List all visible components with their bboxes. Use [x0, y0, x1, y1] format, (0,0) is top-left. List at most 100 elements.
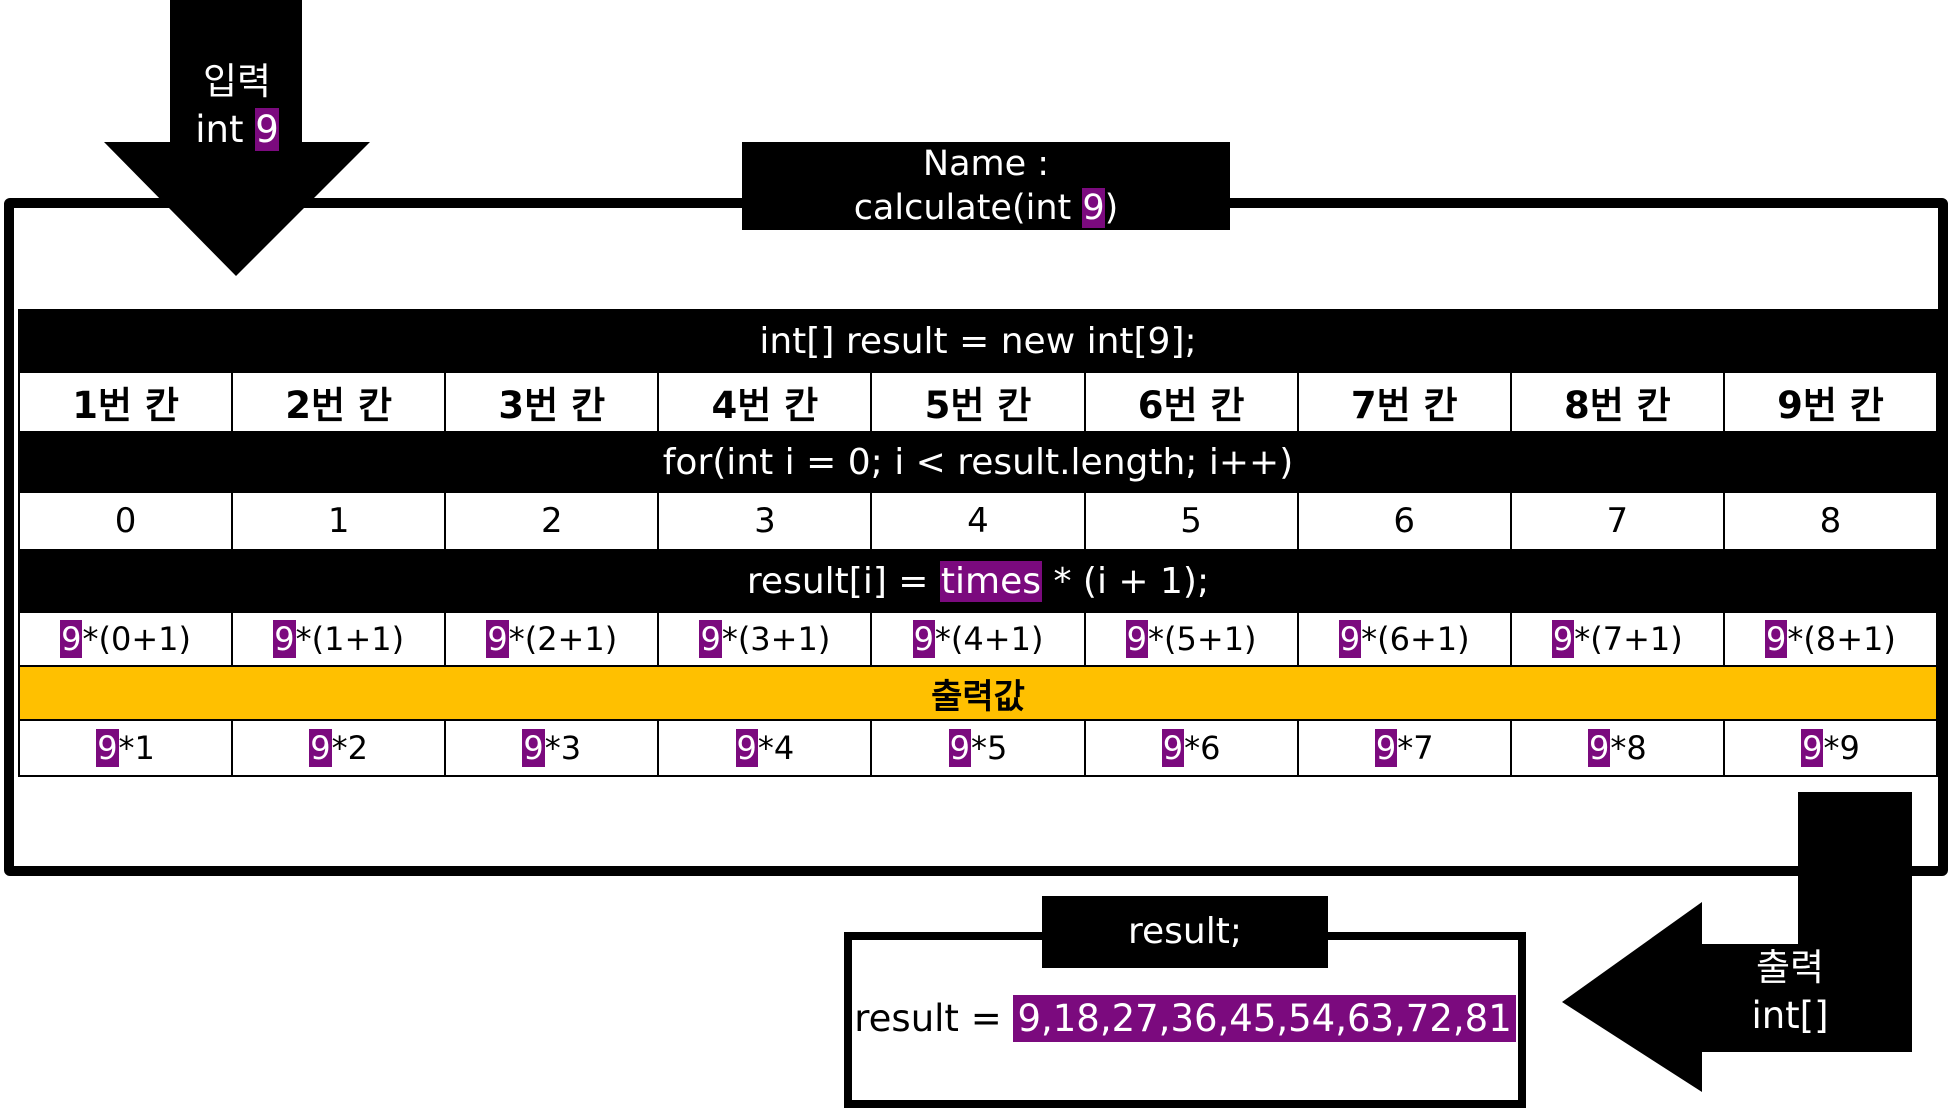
result-line: result = 9,18,27,36,45,54,63,72,81 [844, 992, 1526, 1046]
result-cell: 9*5 [870, 719, 1086, 777]
cell-name: 3번 칸 [444, 371, 660, 433]
expression-var: times [939, 560, 1043, 602]
calc-times-value: 9 [1125, 620, 1149, 658]
cell-name-label: 3번 칸 [498, 384, 606, 427]
method-call-suffix: ) [1104, 188, 1119, 228]
result-term: *1 [118, 729, 155, 767]
result-times-value: 9 [96, 729, 119, 767]
index-value: 5 [1180, 501, 1202, 541]
result-times-value: 9 [1587, 729, 1611, 767]
calc-term: *(7+1) [1574, 620, 1683, 658]
calc-term: *(2+1) [508, 620, 618, 658]
output-type: int[] [1751, 994, 1829, 1037]
index-value: 4 [967, 501, 989, 541]
calc-cell: 9*(1+1) [231, 611, 447, 667]
cell-name-label: 8번 칸 [1563, 384, 1671, 427]
array-table: int[] result = new int[9]; 1번 칸 2번 칸 3번 칸 4… [17, 309, 1939, 777]
calc-cell: 9*(7+1) [1509, 611, 1725, 667]
index-cell: 1 [231, 491, 447, 551]
result-times-value: 9 [948, 729, 971, 767]
expression-suffix: * (i + 1); [1042, 560, 1210, 602]
result-cell: 9*8 [1509, 719, 1725, 777]
output-arrow-icon [1562, 792, 1912, 1092]
cell-name-label: 4번 칸 [711, 384, 819, 427]
calculation-row: 9*(0+1)9*(1+1)9*(2+1)9*(3+1)9*(4+1)9*(5+… [17, 611, 1939, 667]
calc-cell: 9*(6+1) [1296, 611, 1512, 667]
output-title: 출력 [1755, 946, 1825, 989]
index-cell: 3 [657, 491, 873, 551]
calc-times-value: 9 [273, 620, 296, 658]
index-cell: 5 [1083, 491, 1299, 551]
cell-name: 7번 칸 [1296, 371, 1512, 433]
result-cell: 9*2 [231, 719, 447, 777]
calc-cell: 9*(0+1) [17, 611, 234, 667]
calc-times-value: 9 [912, 620, 935, 658]
result-cell: 9*1 [17, 719, 234, 777]
cell-name-label: 2번 칸 [285, 384, 393, 427]
calc-cell: 9*(5+1) [1083, 611, 1299, 667]
result-times-value: 9 [522, 729, 545, 767]
result-cell: 9*7 [1296, 719, 1512, 777]
calc-cell: 9*(4+1) [870, 611, 1086, 667]
cell-name: 8번 칸 [1509, 371, 1725, 433]
declaration-text: int[] result = new int[9]; [18, 309, 1938, 373]
cell-name-label: 5번 칸 [924, 384, 1032, 427]
index-value: 6 [1393, 501, 1416, 541]
result-times-value: 9 [1801, 729, 1824, 767]
method-call-prefix: calculate(int [853, 188, 1083, 228]
input-type: int [195, 108, 244, 151]
cell-name-label: 6번 칸 [1137, 384, 1245, 427]
cell-name-label: 7번 칸 [1350, 384, 1458, 427]
calc-term: *(1+1) [295, 620, 405, 658]
calc-times-value: 9 [1551, 620, 1575, 658]
index-cell: 0 [17, 491, 234, 551]
loop-text: for(int i = 0; i < result.length; i++) [18, 431, 1938, 493]
cell-name-label: 1번 칸 [72, 384, 179, 427]
result-cell: 9*3 [444, 719, 660, 777]
result-tab: result; [1042, 896, 1328, 968]
method-arg: 9 [1082, 188, 1105, 228]
output-band-row: 출력값 [18, 665, 1938, 721]
calc-term: *(0+1) [82, 620, 191, 658]
result-term: *8 [1610, 729, 1647, 767]
result-value: 9,18,27,36,45,54,63,72,81 [1013, 995, 1516, 1042]
output-band-label: 출력값 [18, 665, 1938, 721]
method-name-label: Name : [922, 144, 1050, 184]
result-times-value: 9 [1374, 729, 1398, 767]
index-value: 8 [1819, 501, 1842, 541]
index-cell: 7 [1509, 491, 1725, 551]
cell-name: 9번 칸 [1722, 371, 1939, 433]
declaration-row: int[] result = new int[9]; [18, 309, 1938, 373]
cell-name: 4번 칸 [657, 371, 873, 433]
expression-prefix: result[i] = [746, 560, 940, 602]
expression-text: result[i] = times * (i + 1); [18, 549, 1938, 613]
result-times-value: 9 [309, 729, 332, 767]
expression-row: result[i] = times * (i + 1); [18, 549, 1938, 613]
result-cell: 9*6 [1083, 719, 1299, 777]
result-term: *6 [1184, 729, 1221, 767]
method-name-box: Name : calculate(int 9) [742, 142, 1230, 230]
index-cell: 2 [444, 491, 660, 551]
calc-times-value: 9 [1765, 620, 1788, 658]
result-times-value: 9 [735, 729, 758, 767]
result-cell: 9*9 [1722, 719, 1939, 777]
result-cell: 9*4 [657, 719, 873, 777]
result-label: result = [854, 997, 1014, 1040]
calc-times-value: 9 [1338, 620, 1362, 658]
result-term: *4 [757, 729, 795, 767]
result-term: *5 [970, 729, 1008, 767]
index-value: 3 [754, 501, 776, 541]
calc-cell: 9*(3+1) [657, 611, 873, 667]
result-term: *3 [544, 729, 582, 767]
index-cell: 4 [870, 491, 1086, 551]
calc-term: *(5+1) [1148, 620, 1257, 658]
index-value: 2 [540, 501, 563, 541]
calc-term: *(4+1) [934, 620, 1044, 658]
input-label: 입력 int 9 [170, 58, 304, 154]
cell-name-row: 1번 칸 2번 칸 3번 칸 4번 칸 5번 칸 6번 칸 7번 칸 8번 칸 9번 칸 [17, 371, 1939, 433]
cell-name: 6번 칸 [1083, 371, 1299, 433]
loop-row: for(int i = 0; i < result.length; i++) [18, 431, 1938, 493]
input-title: 입력 [202, 60, 272, 103]
